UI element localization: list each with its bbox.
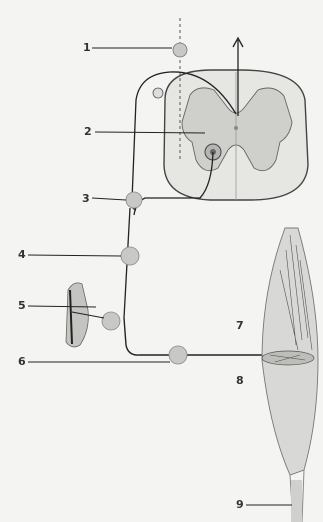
label-8: 8 (236, 375, 244, 387)
ganglion-6 (169, 346, 187, 364)
label-3: 3 (82, 193, 90, 205)
ganglion-3 (126, 192, 142, 208)
tendon-body (291, 480, 302, 522)
leader-3 (92, 198, 126, 200)
muscle (262, 228, 318, 475)
neuron-body-1 (173, 43, 187, 57)
leader-4 (28, 255, 121, 256)
label-5: 5 (18, 300, 26, 312)
dorsal-horn-neuron (153, 88, 163, 98)
label-7: 7 (236, 320, 244, 332)
motor-end-plate (262, 351, 314, 365)
label-9: 9 (236, 499, 244, 511)
label-1: 1 (83, 42, 91, 54)
ganglion-5 (102, 312, 120, 330)
spinal-cord-section (164, 70, 308, 200)
central-canal (234, 126, 238, 130)
label-2: 2 (84, 126, 92, 138)
ganglion-4 (121, 247, 139, 265)
label-4: 4 (18, 249, 26, 261)
label-6: 6 (18, 356, 26, 368)
